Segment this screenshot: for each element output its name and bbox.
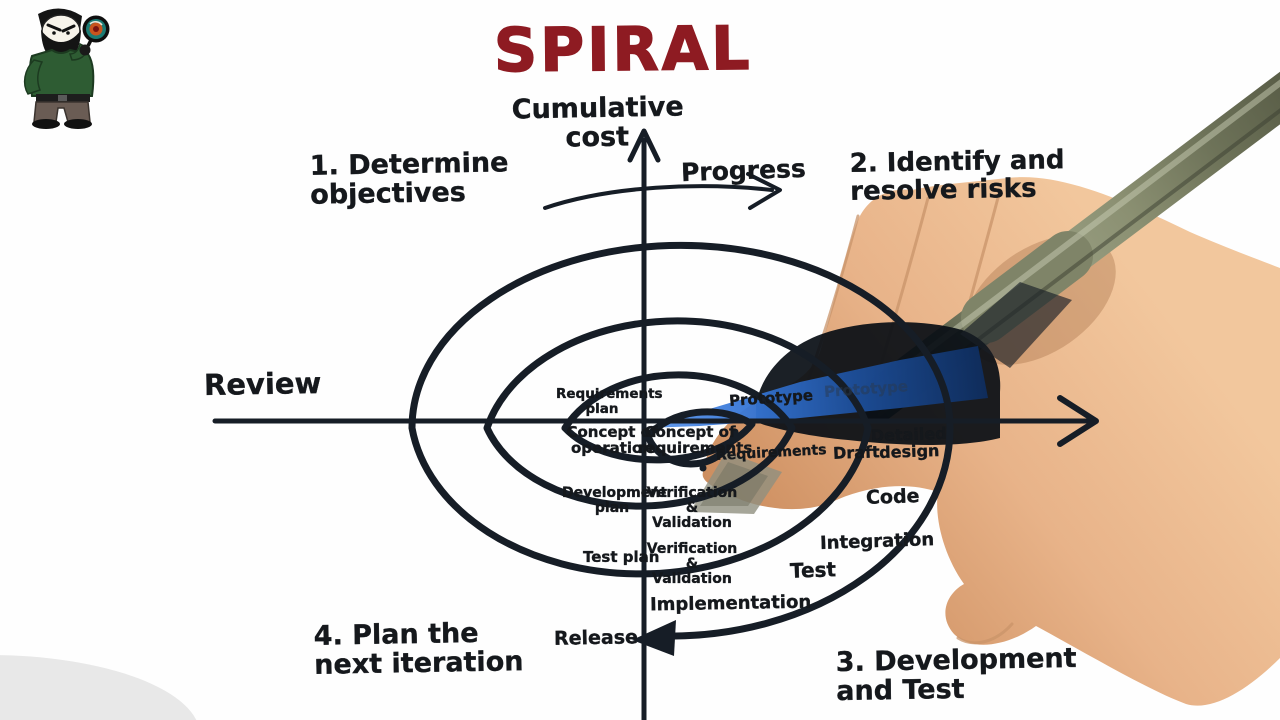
horizontal-axis-arrowhead — [1057, 395, 1099, 447]
spiral-path — [408, 241, 954, 640]
drawing-hand — [702, 177, 1280, 706]
label-concept-of-requirements: Concept of requirements — [638, 423, 753, 458]
label-integration: Integration — [819, 529, 935, 554]
label-verification-validation-2: Verification & Validation — [646, 541, 738, 588]
label-detailed-design: Detailed design — [870, 423, 947, 463]
progress-arrow — [543, 184, 774, 210]
label-code: Code — [865, 485, 920, 509]
label-development-plan: Development plan — [562, 485, 667, 517]
vertical-axis-arrowhead — [627, 128, 661, 163]
progress-arrowhead — [746, 172, 782, 210]
label-test: Test — [789, 557, 837, 583]
progress-axis-label: Progress — [680, 153, 807, 188]
review-axis-label: Review — [203, 365, 322, 403]
label-concept-of-operation: Concept of operation — [566, 423, 658, 458]
label-verification-validation-1: Verification & Validation — [646, 485, 738, 532]
corner-vignette — [0, 655, 197, 720]
blue-highlight-wedge — [646, 346, 988, 428]
spiral-end-arrowhead — [632, 620, 676, 656]
quadrant-2-label: 2. Identify and resolve risks — [849, 145, 1065, 207]
label-implementation: Implementation — [649, 591, 812, 616]
label-release: Release — [553, 626, 639, 650]
ink-drawing — [212, 128, 1099, 720]
ink-dot — [699, 464, 707, 472]
label-requirements-plan: Requirements plan — [556, 386, 663, 417]
quadrant-3-label: 3. Development and Test — [835, 642, 1077, 708]
y-axis-label: Cumulative cost — [511, 91, 684, 154]
bearded-presenter-with-magnifier-icon — [23, 8, 110, 129]
label-test-plan: Test plan — [583, 548, 660, 566]
diagram-title: SPIRAL — [493, 13, 753, 87]
quadrant-4-label: 4. Plan the next iteration — [313, 617, 524, 681]
quadrant-1-label: 1. Determine objectives — [309, 147, 509, 211]
